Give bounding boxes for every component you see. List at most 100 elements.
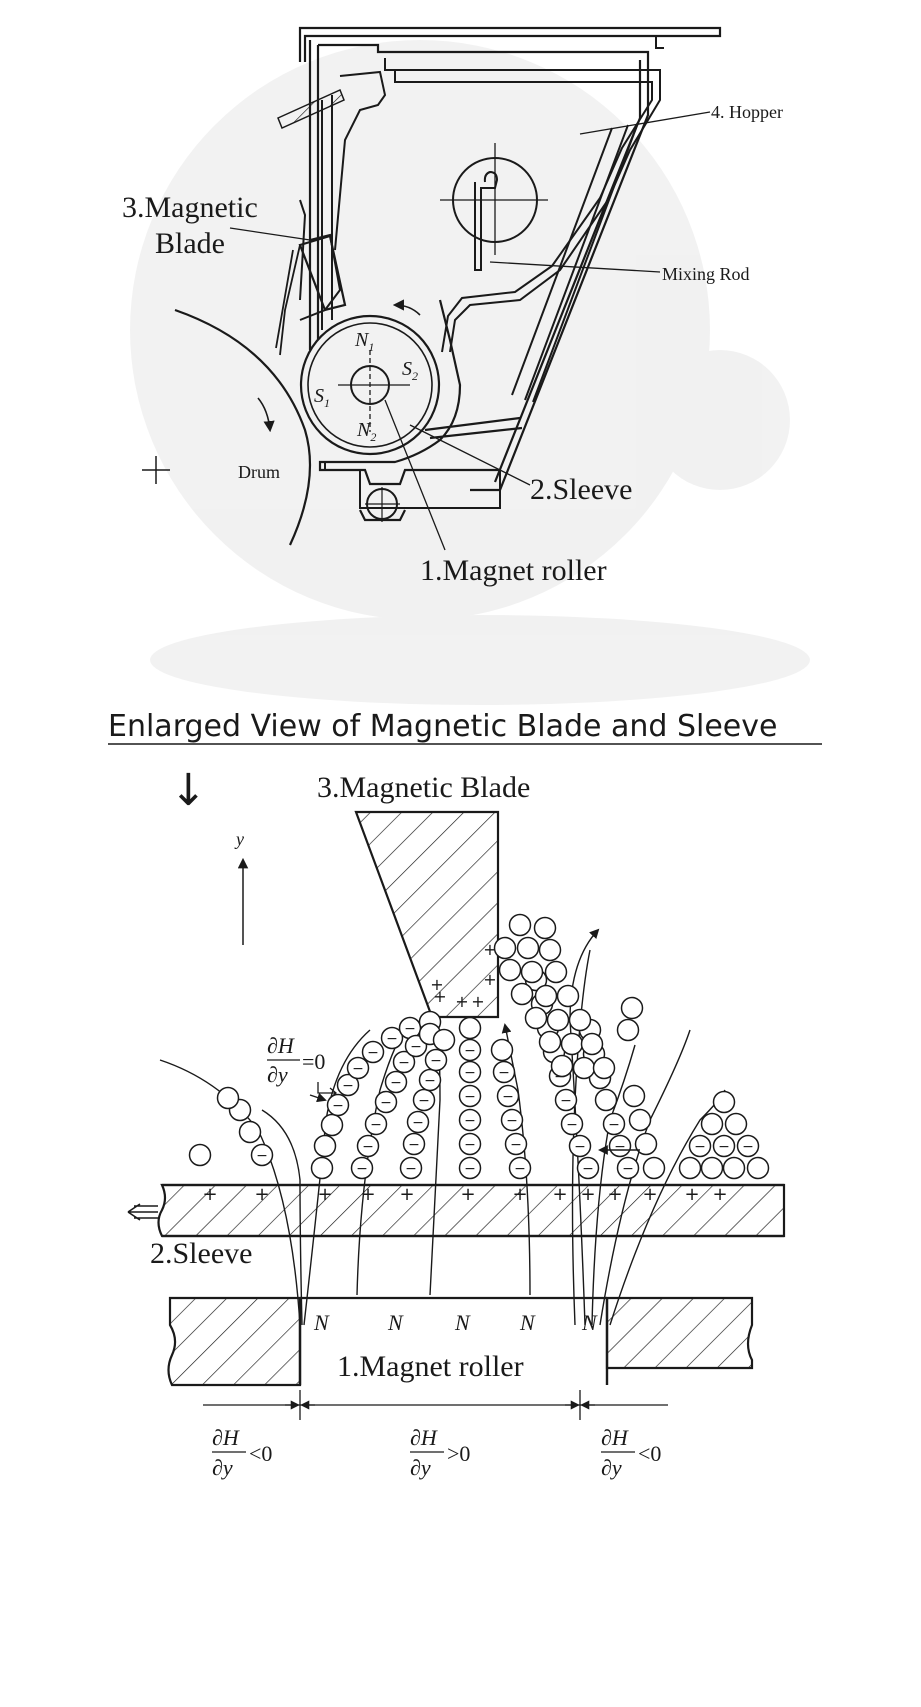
pole-label: N	[313, 1310, 330, 1335]
lower-tray	[324, 462, 501, 509]
plus-charge: +	[430, 975, 443, 994]
svg-text:−: −	[405, 1161, 417, 1177]
plus-charge: +	[433, 987, 446, 1006]
pole-n1: N1	[354, 329, 374, 354]
carrier-particle: −	[560, 1112, 584, 1136]
svg-text:<0: <0	[249, 1441, 272, 1466]
carrier-particle	[508, 913, 532, 937]
svg-text:−: −	[506, 1113, 518, 1129]
carrier-particles: −−−−−−−−−−−−−−−−−−−−−−−−−−−−−−−−−−−−−−−−…	[188, 913, 770, 1180]
carrier-particle	[628, 1108, 652, 1132]
carrier-particle: −	[616, 1156, 640, 1180]
svg-text:−: −	[464, 1161, 476, 1177]
carrier-particle: −	[374, 1090, 398, 1114]
plus-charge: +	[607, 1184, 622, 1205]
svg-text:−: −	[404, 1021, 416, 1037]
y-axis: y	[234, 829, 249, 945]
down-arrow: ↓	[170, 765, 207, 816]
hopper-flange	[655, 36, 664, 49]
plus-charge: +	[202, 1184, 217, 1205]
plus-charge: +	[254, 1184, 269, 1205]
svg-text:−: −	[464, 1089, 476, 1105]
carrier-particle	[533, 916, 557, 940]
svg-text:−: −	[464, 1137, 476, 1153]
svg-text:−: −	[608, 1117, 620, 1133]
svg-text:−: −	[718, 1139, 730, 1155]
svg-text:−: −	[386, 1031, 398, 1047]
svg-text:−: −	[410, 1039, 422, 1055]
svg-text:∂y: ∂y	[212, 1455, 233, 1480]
carrier-particle	[538, 938, 562, 962]
carrier-particle	[310, 1156, 334, 1180]
carrier-particle	[546, 1008, 570, 1032]
carrier-particle: −	[576, 1156, 600, 1180]
carrier-particle: −	[361, 1040, 385, 1064]
carrier-particle: −	[364, 1112, 388, 1136]
svg-text:−: −	[622, 1161, 634, 1177]
carrier-particle: −	[458, 1132, 482, 1156]
carrier-particle	[746, 1156, 770, 1180]
carrier-particle	[238, 1120, 262, 1144]
plus-charge: +	[471, 992, 484, 1011]
carrier-particle: −	[406, 1110, 430, 1134]
particle-arrows	[309, 1092, 640, 1155]
svg-text:<0: <0	[638, 1441, 661, 1466]
enlarged-view: Enlarged View of Magnetic Blade and Slee…	[108, 709, 822, 1480]
leader-lines	[229, 111, 711, 551]
mixing-rod-assembly	[440, 143, 548, 271]
hopper-outer-wall	[308, 40, 650, 492]
carrier-particle	[568, 1008, 592, 1032]
pole-n2: N2	[356, 419, 376, 444]
carrier-particle: −	[736, 1134, 760, 1158]
carrier-particle: −	[500, 1108, 524, 1132]
carrier-particle: −	[346, 1056, 370, 1080]
plus-charge: +	[552, 1184, 567, 1205]
svg-text:−: −	[582, 1161, 594, 1177]
svg-text:∂H: ∂H	[212, 1425, 240, 1450]
carrier-particle	[634, 1132, 658, 1156]
svg-text:−: −	[574, 1139, 586, 1155]
carrier-particle: −	[458, 1038, 482, 1062]
plus-charge: +	[455, 992, 468, 1011]
svg-text:−: −	[362, 1139, 374, 1155]
carrier-particle: −	[568, 1134, 592, 1158]
svg-text:−: −	[332, 1098, 344, 1114]
carrier-particle	[580, 1032, 604, 1056]
svg-text:∂y: ∂y	[267, 1062, 288, 1087]
svg-text:−: −	[742, 1139, 754, 1155]
svg-text:−: −	[367, 1045, 379, 1061]
enlarged-magnet-roller-label: 1.Magnet roller	[337, 1350, 524, 1383]
plus-charge: +	[512, 1184, 527, 1205]
hopper-top-cover	[298, 26, 722, 62]
plus-charge: +	[712, 1184, 727, 1205]
svg-text:∂H: ∂H	[601, 1425, 629, 1450]
carrier-particle: −	[392, 1050, 416, 1074]
svg-text:−: −	[566, 1117, 578, 1133]
carrier-particle	[616, 1018, 640, 1042]
hopper-label: 4. Hopper	[711, 102, 783, 122]
carrier-particle	[534, 984, 558, 1008]
enlarged-sleeve: +++++++++++++	[127, 1183, 786, 1238]
svg-text:−: −	[464, 1113, 476, 1129]
carrier-particle	[722, 1156, 746, 1180]
plus-charge: +	[483, 940, 496, 959]
enlarged-sleeve-label: 2.Sleeve	[150, 1237, 252, 1270]
pole-label: N	[519, 1310, 536, 1335]
svg-text:−: −	[408, 1137, 420, 1153]
pole-s2: S2	[402, 358, 418, 383]
top-cross-section: 4. Hopper Mixing Rod 3.Magnetic Blade Dr…	[122, 26, 783, 587]
pole-label: N	[581, 1310, 598, 1335]
plus-charge: +	[399, 1184, 414, 1205]
plus-charge: +	[460, 1184, 475, 1205]
svg-text:−: −	[498, 1065, 510, 1081]
svg-text:−: −	[614, 1139, 626, 1155]
svg-text:∂H: ∂H	[410, 1425, 438, 1450]
carrier-particle: −	[508, 1156, 532, 1180]
gradient-at-blade: ∂H ∂y =0	[267, 1033, 338, 1099]
carrier-particle: −	[399, 1156, 423, 1180]
carrier-particle: −	[250, 1143, 274, 1167]
carrier-particle: −	[350, 1156, 374, 1180]
svg-text:−: −	[390, 1075, 402, 1091]
sleeve-and-roller	[299, 299, 441, 456]
